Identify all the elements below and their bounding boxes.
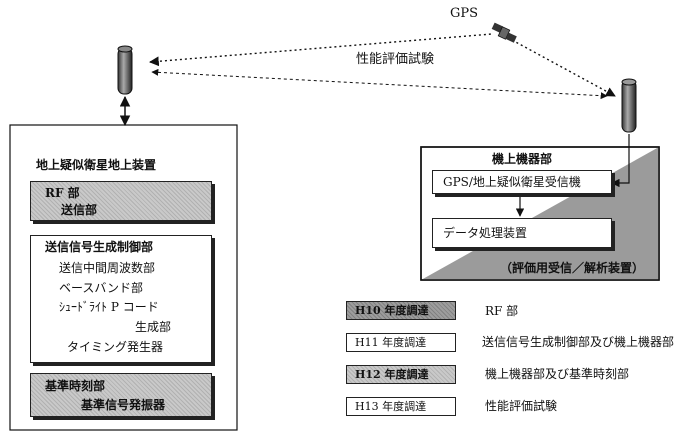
signal-item: 生成部	[135, 320, 172, 334]
satellite-icon	[491, 22, 517, 43]
test-link-label: 性能評価試験	[356, 52, 435, 67]
legend-year: H11 年度調達	[355, 336, 427, 349]
test-link	[151, 68, 608, 100]
signal-item: ｼｭｰﾄﾞﾗｲﾄ P コード	[59, 300, 159, 314]
gps-label: GPS	[450, 6, 479, 21]
receiver-box: GPS/地上疑似衛星受信機	[432, 170, 612, 194]
timing-block-item: 基準信号発振器	[81, 398, 166, 412]
antenna-receiver-link	[611, 134, 630, 188]
signal-item: 送信中間周波数部	[59, 261, 156, 275]
legend-desc: RF 部	[485, 304, 519, 318]
legend-year: H10 年度調達	[355, 304, 429, 317]
eval-label: （評価用受信／解析装置）	[500, 261, 645, 275]
legend-year: H12 年度調達	[355, 368, 429, 381]
signal-link-right	[511, 39, 616, 97]
processor-label: データ処理装置	[443, 226, 528, 240]
timing-block: 基準時刻部 基準信号発振器	[30, 373, 212, 417]
onboard-title: 機上機器部	[492, 152, 553, 166]
signal-item: タイミング発生器	[67, 340, 164, 354]
legend-desc: 送信信号生成制御部及び機上機器部	[482, 335, 675, 349]
legend-swatch-h11: H11 年度調達	[346, 333, 456, 352]
receiver-label: GPS/地上疑似衛星受信機	[443, 175, 581, 189]
signal-block-title: 送信信号生成制御部	[45, 240, 154, 254]
legend-swatch-h12: H12 年度調達	[346, 365, 456, 384]
processor-box: データ処理装置	[432, 218, 612, 248]
signal-link-left	[149, 33, 493, 67]
rf-block: RF 部 送信部	[30, 181, 212, 221]
ground-antenna-icon	[117, 45, 133, 95]
signal-block: 送信信号生成制御部 送信中間周波数部 ベースバンド部 ｼｭｰﾄﾞﾗｲﾄ P コー…	[30, 235, 212, 363]
legend-desc: 機上機器部及び基準時刻部	[485, 367, 630, 381]
legend-swatch-h10: H10 年度調達	[346, 301, 456, 320]
legend-swatch-h13: H13 年度調達	[346, 397, 456, 416]
legend-desc: 性能評価試験	[485, 399, 558, 413]
ground-station-title: 地上疑似衛星地上装置	[36, 158, 157, 172]
rf-block-title: RF 部	[45, 186, 80, 200]
legend-year: H13 年度調達	[355, 400, 427, 413]
ground-station-frame	[9, 124, 238, 431]
rf-block-item: 送信部	[61, 203, 98, 217]
signal-item: ベースバンド部	[59, 281, 144, 295]
onboard-antenna-icon	[621, 78, 637, 133]
timing-block-title: 基準時刻部	[45, 379, 106, 393]
